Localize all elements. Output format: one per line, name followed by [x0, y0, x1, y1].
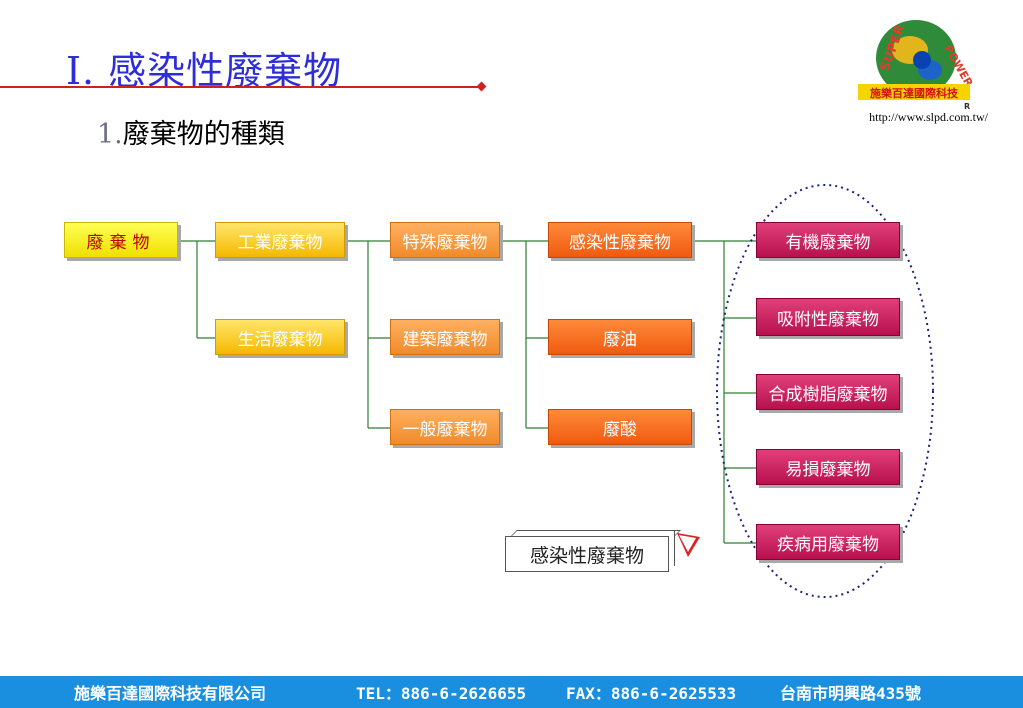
node-label: 廢油	[603, 329, 637, 350]
node-label: 一般廢棄物	[402, 419, 488, 440]
footer-company: 施樂百達國際科技有限公司	[74, 684, 267, 703]
node-label: 廢酸	[603, 419, 637, 440]
node-label: 易損廢棄物	[785, 459, 871, 480]
node-label: 特殊廢棄物	[402, 232, 488, 253]
website-url[interactable]: http://www.slpd.com.tw/	[869, 110, 988, 124]
node-special-waste: 特殊廢棄物	[390, 222, 500, 258]
node-synthetic-resin-waste: 合成樹脂廢棄物	[756, 374, 900, 410]
footer-fax: FAX：886-6-2625533	[566, 684, 737, 703]
callout-box: 感染性廢棄物	[505, 530, 681, 574]
title-underline	[0, 86, 484, 88]
node-infectious-waste: 感染性廢棄物	[548, 222, 692, 258]
logo-company-name: 施樂百達國際科技	[870, 86, 959, 100]
company-logo: SUPER POWER 施樂百達國際科技 R	[852, 10, 980, 111]
node-disease-waste: 疾病用廢棄物	[756, 524, 900, 560]
node-label: 有機廢棄物	[785, 232, 871, 253]
footer-address: 台南市明興路435號	[780, 684, 921, 703]
footer-bar: 施樂百達國際科技有限公司 TEL：886-6-2626655 FAX：886-6…	[0, 676, 1023, 708]
node-root-label: 廢棄物	[86, 232, 156, 253]
node-label: 吸附性廢棄物	[777, 309, 879, 330]
subtitle-text: 廢棄物的種類	[122, 119, 285, 150]
callout-label: 感染性廢棄物	[505, 536, 669, 572]
node-absorbent-waste: 吸附性廢棄物	[756, 298, 900, 336]
node-general-waste: 一般廢棄物	[390, 409, 500, 445]
node-label: 生活廢棄物	[237, 329, 323, 350]
section-subtitle: 1.廢棄物的種類	[97, 112, 285, 151]
node-organic-waste: 有機廢棄物	[756, 222, 900, 258]
node-label: 感染性廢棄物	[569, 232, 671, 253]
node-construction-waste: 建築廢棄物	[390, 319, 500, 355]
svg-text:R: R	[964, 102, 970, 110]
footer-tel: TEL：886-6-2626655	[356, 684, 527, 703]
node-label: 合成樹脂廢棄物	[768, 384, 888, 405]
node-root: 廢棄物	[64, 222, 178, 258]
node-waste-oil: 廢油	[548, 319, 692, 355]
node-label: 疾病用廢棄物	[777, 534, 879, 555]
node-label: 建築廢棄物	[402, 329, 488, 350]
highlight-ellipse	[716, 184, 934, 598]
node-industrial-waste: 工業廢棄物	[215, 222, 345, 258]
node-fragile-waste: 易損廢棄物	[756, 449, 900, 485]
page-title: Ⅰ. 感染性廢棄物	[66, 49, 343, 93]
subtitle-number: 1.	[97, 119, 123, 150]
node-waste-acid: 廢酸	[548, 409, 692, 445]
node-domestic-waste: 生活廢棄物	[215, 319, 345, 355]
node-label: 工業廢棄物	[237, 232, 323, 253]
